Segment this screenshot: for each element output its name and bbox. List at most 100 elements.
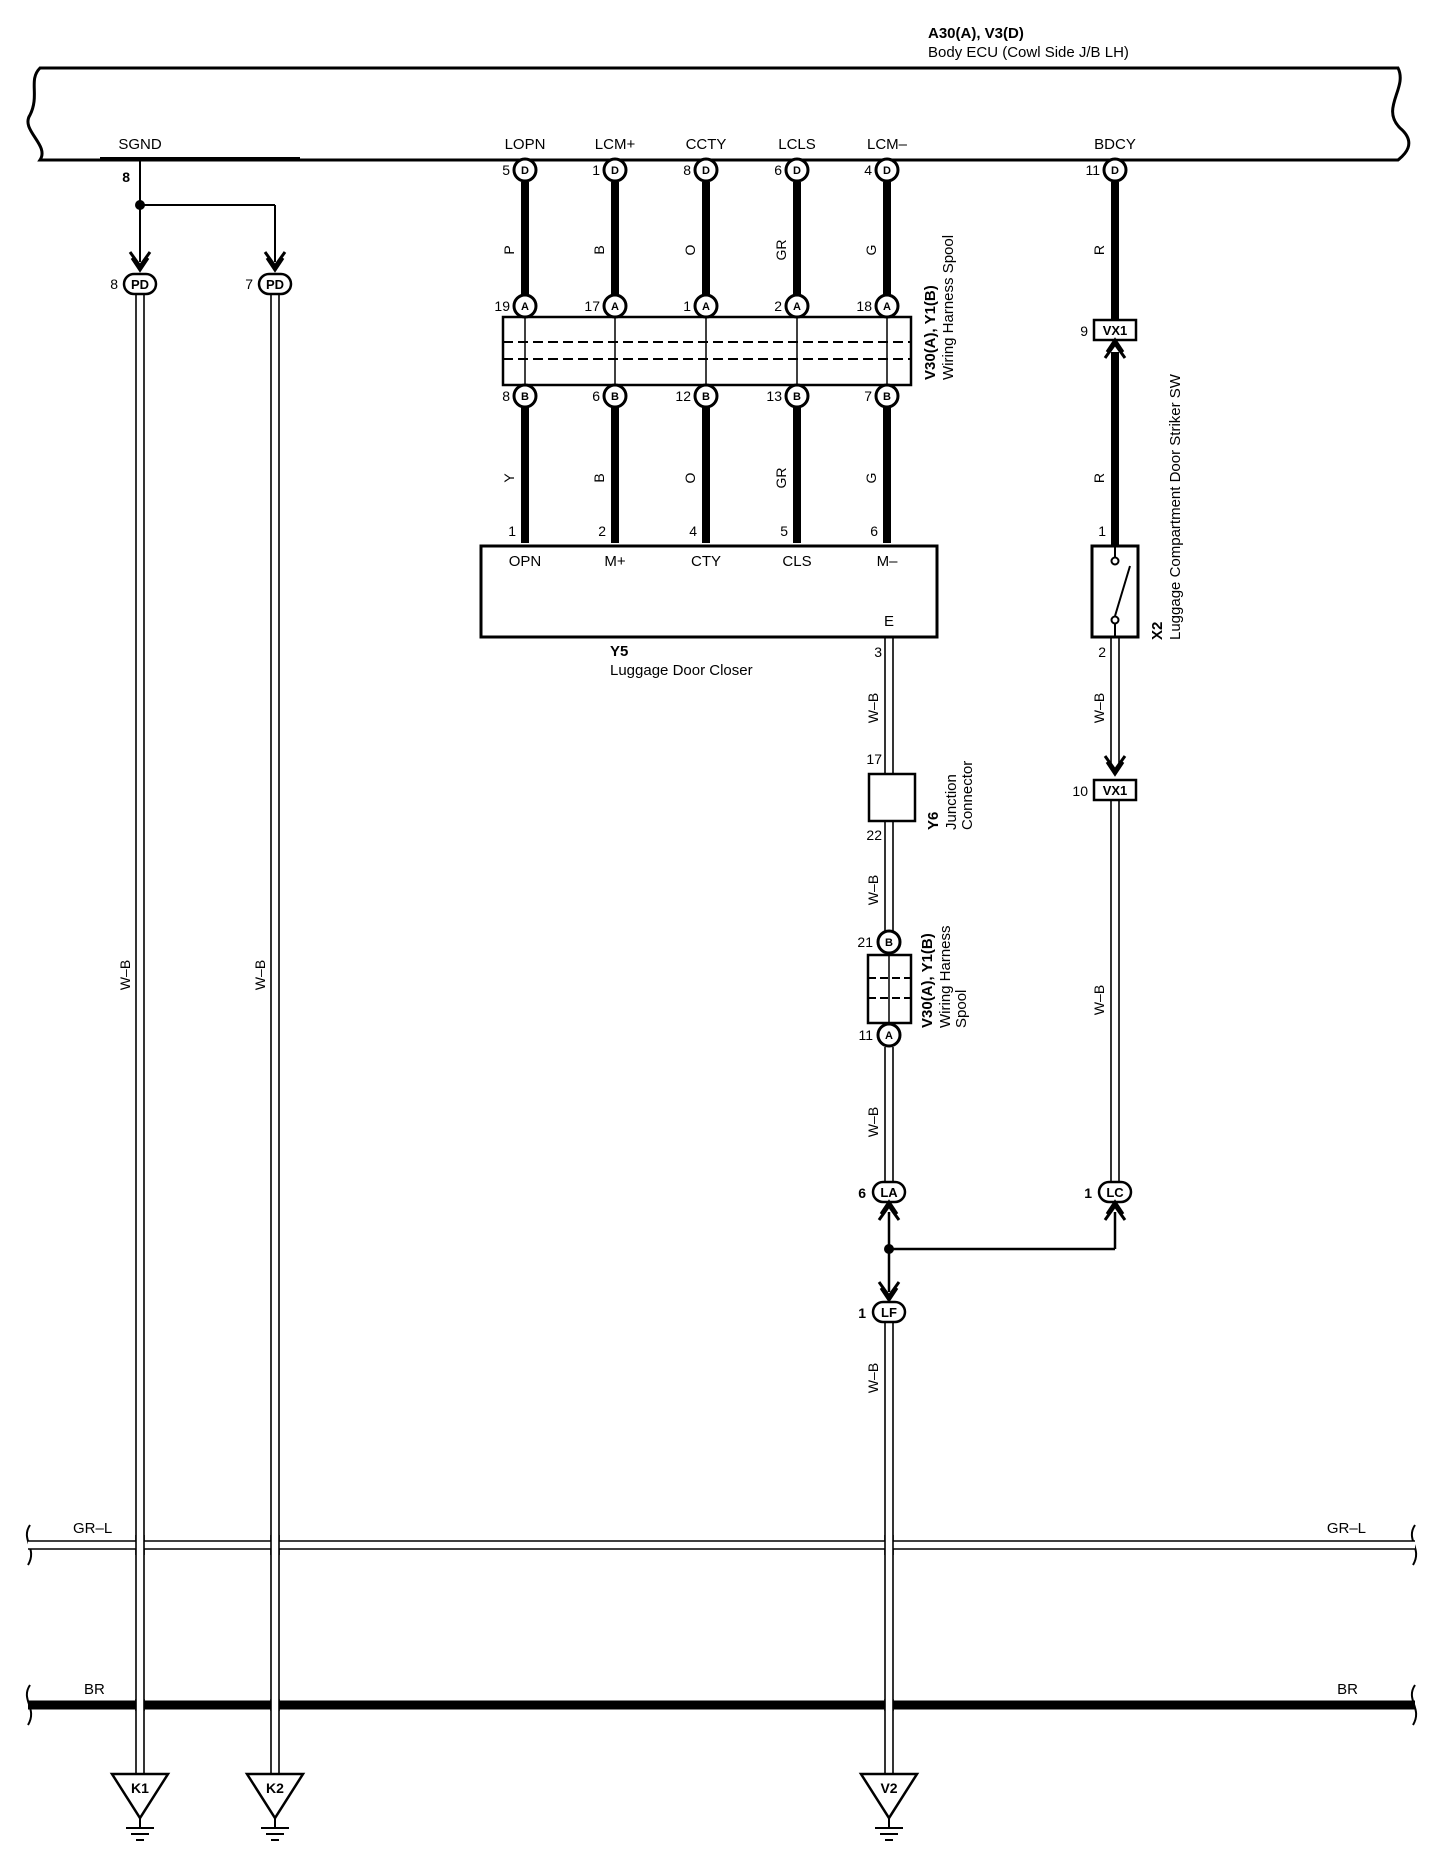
- terminal-lcls: LCLS: [778, 136, 816, 153]
- vx1-bottom-label: VX1: [1103, 783, 1128, 798]
- junction-pin-bottom: 22: [866, 827, 882, 843]
- conn-letter: B: [611, 391, 619, 403]
- closer-terminal: OPN: [509, 553, 542, 570]
- lf-connector: LF 1: [858, 1281, 907, 1324]
- bus-br: BR BR: [25, 1681, 1418, 1726]
- spool-b-pin: 13: [766, 388, 782, 404]
- bus-br-right-label: BR: [1337, 1681, 1358, 1698]
- bus-gr-l: GR–L GR–L: [25, 1520, 1418, 1566]
- closer-terminal: CTY: [691, 553, 721, 570]
- lc-connector: LC 1: [1084, 1180, 1133, 1221]
- wire-color: B: [591, 245, 607, 254]
- ecu-subtitle: Body ECU (Cowl Side J/B LH): [928, 44, 1129, 61]
- closer-pin: 5: [780, 523, 788, 539]
- la-pin: 6: [858, 1185, 866, 1201]
- spool-a-pin: 1: [683, 298, 691, 314]
- ground-v2: V2: [858, 1772, 920, 1841]
- wire-label-wb: W–B: [865, 875, 881, 905]
- vx1-bottom-arrow: [1103, 755, 1127, 777]
- striker-pin1: 1: [1098, 523, 1106, 539]
- conn-letter: B: [521, 391, 529, 403]
- wb-wires-k: [135, 294, 280, 1774]
- luggage-door-closer: OPN M+ CTY CLS M– E Y5 Luggage Door Clos…: [479, 544, 939, 679]
- bus-crossings: [135, 1535, 894, 1711]
- pd-right-label: PD: [266, 277, 284, 292]
- pd-left-pin: 8: [110, 276, 118, 292]
- conn-letter: D: [793, 165, 801, 177]
- closer-terminal-e: E: [884, 613, 894, 630]
- junction-line1: Junction: [943, 774, 960, 830]
- spool-a-pin: 2: [774, 298, 782, 314]
- closer-terminal: M+: [604, 553, 625, 570]
- spool-small-a-pin: 11: [858, 1027, 873, 1043]
- terminal-sgnd: SGND: [118, 136, 162, 153]
- wire-label-r: R: [1091, 245, 1107, 255]
- striker-name: Luggage Compartment Door Striker SW: [1167, 373, 1184, 640]
- terminal-lcm-minus: LCM–: [867, 136, 908, 153]
- closer-pins: 1 2 4 5 6: [508, 523, 878, 539]
- conn-letter: D: [883, 165, 891, 177]
- spool-a-pin: 18: [856, 298, 872, 314]
- spool-top-connectors: A 19 A 17 A 1 A 2 A 18 B 8 B 6 B 12 B 13…: [494, 293, 900, 409]
- closer-pin: 2: [598, 523, 606, 539]
- wire-label-wb: W–B: [1091, 985, 1107, 1015]
- wire-label-wb: W–B: [865, 1107, 881, 1137]
- wire-label-r: R: [1091, 473, 1107, 483]
- wire-label-k2: W–B: [252, 960, 268, 990]
- wire-color: GR: [773, 468, 789, 489]
- ground-k2: K2: [244, 1772, 306, 1841]
- conn-letter: A: [702, 301, 710, 313]
- closer-terminal: CLS: [782, 553, 811, 570]
- pd-left-label: PD: [131, 277, 149, 292]
- ground-k1: K1: [109, 1772, 171, 1841]
- pin-bdcy: 11: [1085, 162, 1100, 178]
- closer-pin: 6: [870, 523, 878, 539]
- closer-pin: 4: [689, 523, 697, 539]
- lf-pin: 1: [858, 1305, 866, 1321]
- conn-letter: A: [611, 301, 619, 313]
- spool-top: V30(A), Y1(B) Wiring Harness Spool: [501, 235, 957, 387]
- spool-a-pin: 19: [494, 298, 510, 314]
- junction-pin-top: 17: [866, 751, 882, 767]
- la-connector: LA 6: [858, 1180, 907, 1221]
- wire-color: G: [863, 473, 879, 484]
- ecu-title: A30(A), V3(D): [928, 25, 1024, 42]
- pin-ccty: 8: [683, 162, 691, 178]
- junction-code: Y6: [925, 812, 942, 830]
- closer-pin: 1: [508, 523, 516, 539]
- closer-code: Y5: [610, 643, 628, 660]
- ecu-d-connectors: D 5 D 1 D 8 D 6 D 4 D 11: [502, 157, 1128, 183]
- wire-label-wb: W–B: [865, 693, 881, 723]
- pin-lcm-minus: 4: [864, 162, 872, 178]
- conn-letter: A: [885, 1030, 893, 1042]
- vx1-bottom: VX1 10: [1072, 778, 1138, 802]
- bus-br-left-label: BR: [84, 1681, 105, 1698]
- terminal-ccty: CCTY: [686, 136, 727, 153]
- conn-letter: A: [521, 301, 529, 313]
- pin-lcls: 6: [774, 162, 782, 178]
- wire-color: G: [863, 245, 879, 256]
- conn-letter: D: [611, 165, 619, 177]
- wire-color: B: [591, 473, 607, 482]
- ground-v2-label: V2: [880, 1780, 897, 1796]
- lf-label: LF: [881, 1305, 897, 1320]
- la-label: LA: [880, 1185, 898, 1200]
- bdcy-path: R VX1 9 R 1: [1080, 182, 1138, 546]
- pin-lopn: 5: [502, 162, 510, 178]
- conn-letter: D: [702, 165, 710, 177]
- pd-right-pin: 7: [245, 276, 253, 292]
- closer-e-pin: 3: [874, 644, 882, 660]
- wire-color: O: [682, 472, 698, 483]
- vx1-top-label: VX1: [1103, 323, 1128, 338]
- spool-top-subtitle: Wiring Harness Spool: [940, 235, 957, 380]
- wire-label-k1: W–B: [117, 960, 133, 990]
- vx1-bottom-pin: 10: [1072, 783, 1088, 799]
- bus-gr-l-right-label: GR–L: [1327, 1520, 1366, 1537]
- wire-color: P: [501, 245, 517, 254]
- join-dot: [884, 1244, 894, 1254]
- pin-lcm-plus: 1: [592, 162, 600, 178]
- spool-top-title: V30(A), Y1(B): [922, 285, 939, 380]
- wire-colors-upper: P B O GR G: [501, 240, 879, 261]
- striker-lower-wires: [1110, 637, 1120, 1182]
- spool-small-line2: Wiring Harness: [937, 925, 954, 1028]
